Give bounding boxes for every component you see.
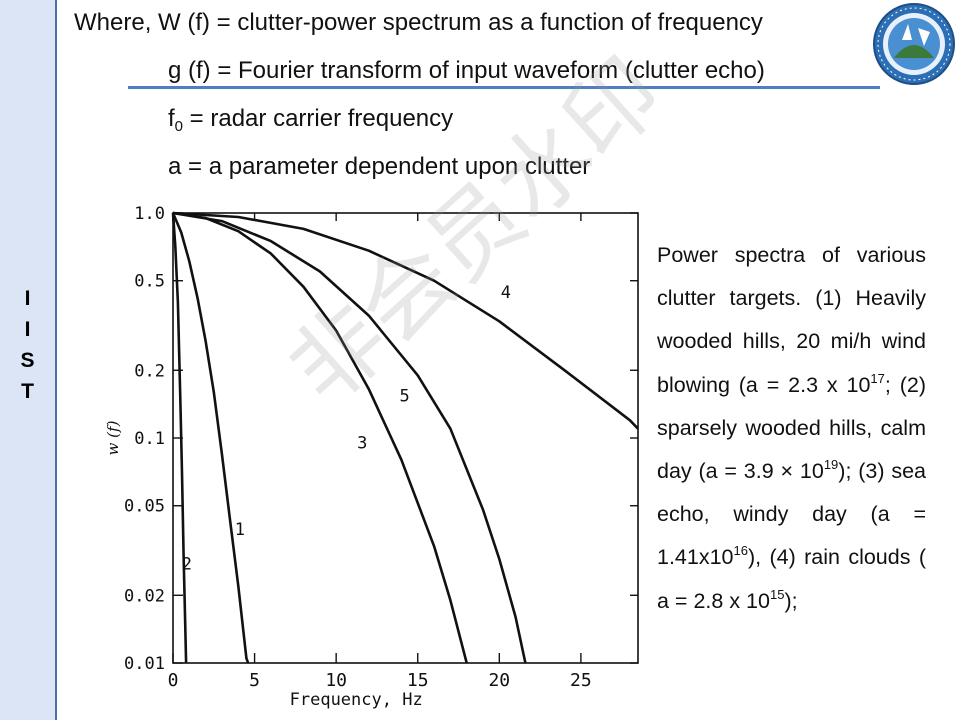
sidebar-letter: T <box>21 380 34 403</box>
caption-exponent: 16 <box>733 543 748 559</box>
figure-caption: Power spectra of various clutter targets… <box>657 234 926 623</box>
caption-item-4: ), (4) rain clouds ( a = 2.8 x 10 <box>657 545 926 613</box>
x-tick-label: 10 <box>325 670 347 691</box>
plot-frame <box>172 212 639 664</box>
y-tick-label: 0.02 <box>124 586 165 606</box>
definition-line-3: f0 = radar carrier frequency <box>168 105 453 135</box>
caption-exponent: 19 <box>823 457 839 473</box>
curve-label: 5 <box>400 387 410 407</box>
caption-item-2: ; (2) sparsely wooded hills, calm day (a… <box>657 372 926 484</box>
caption-exponent: 15 <box>769 586 785 602</box>
x-tick-label: 5 <box>249 670 260 691</box>
curve-label: 1 <box>235 520 245 540</box>
y-tick-label: 0.2 <box>134 361 165 381</box>
y-tick-label: 0.5 <box>134 272 165 292</box>
definition-line-4: a = a parameter dependent upon clutter <box>168 153 591 180</box>
definition-rest: = radar carrier frequency <box>183 105 454 132</box>
x-tick-label: 15 <box>407 670 429 691</box>
x-tick-label: 25 <box>570 670 592 691</box>
y-axis-label: w (f) <box>104 420 122 455</box>
curve-label: 3 <box>357 433 367 453</box>
y-tick-label: 0.01 <box>124 654 165 674</box>
sidebar: I I S T <box>0 0 57 720</box>
y-tick-label: 0.05 <box>124 497 165 517</box>
caption-item-3: ); (3) sea echo, windy day (a = 1.41x10 <box>657 459 926 570</box>
y-tick-label: 1.0 <box>134 204 165 224</box>
x-tick-label: 0 <box>168 670 179 691</box>
series-line-3 <box>172 211 468 664</box>
definition-f: f <box>168 105 175 132</box>
header-rule <box>128 86 880 89</box>
y-tick-label: 0.1 <box>134 429 165 449</box>
caption-item-1: (1) Heavily wooded hills, 20 mi/h wind b… <box>657 286 926 397</box>
sidebar-letters: I I S T <box>0 283 55 407</box>
caption-title: Power spectra of various clutter targets… <box>657 243 926 311</box>
sidebar-letter: S <box>20 349 35 372</box>
series-line-2 <box>171 212 188 664</box>
chart-series <box>171 211 639 664</box>
x-axis-label: Frequency, Hz <box>290 690 423 710</box>
institute-logo <box>873 3 955 85</box>
series-line-1 <box>171 212 250 664</box>
definition-line-1: Where, W (f) = clutter-power spectrum as… <box>74 9 763 36</box>
series-line-4 <box>172 211 639 430</box>
series-line-5 <box>172 211 527 664</box>
x-tick-label: 20 <box>488 670 510 691</box>
sidebar-letter: I <box>24 318 31 341</box>
caption-exponent: 17 <box>870 370 885 386</box>
chart-axes <box>172 212 639 664</box>
sidebar-letter: I <box>24 287 31 310</box>
curve-label: 4 <box>501 283 511 303</box>
curve-label: 2 <box>182 555 192 575</box>
definition-sub: 0 <box>174 118 184 135</box>
caption-text: Power spectra of various clutter targets… <box>657 234 926 623</box>
caption-end: ); <box>784 588 798 613</box>
definition-line-2: g (f) = Fourier transform of input wavef… <box>168 57 765 84</box>
